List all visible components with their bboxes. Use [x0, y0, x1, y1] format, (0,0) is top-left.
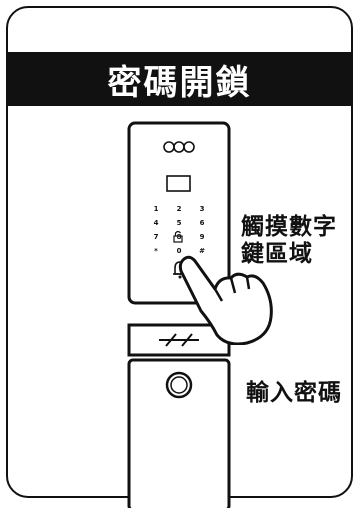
keypad-key-5[interactable]: 5 [177, 219, 182, 227]
card-reader [166, 175, 191, 192]
lock-lower-panel [127, 358, 231, 508]
door-lock-illustration: 1 2 3 4 5 6 7 8 9 * 0 # [126, 120, 232, 508]
keypad-key-hash[interactable]: # [199, 247, 205, 255]
hand-pointer-icon [175, 255, 275, 346]
keypad-key-8[interactable]: 8 [177, 233, 182, 241]
knob-icon[interactable] [165, 371, 193, 399]
touch-label-line2: 鍵區域 [241, 241, 313, 267]
lock-icon [173, 230, 183, 243]
page-title: 密碼開鎖 [107, 62, 252, 103]
keypad-key-0[interactable]: 0 [177, 247, 182, 255]
keypad-key-6[interactable]: 6 [200, 219, 205, 227]
keypad[interactable]: 1 2 3 4 5 6 7 8 9 * 0 # [154, 205, 206, 255]
enter-code-label: 輸入密碼 [246, 380, 342, 406]
touch-keypad-label: 觸摸數字 鍵區域 [241, 214, 351, 268]
indicator-lights [163, 141, 195, 153]
keypad-key-4[interactable]: 4 [154, 219, 159, 227]
keypad-key-2[interactable]: 2 [177, 205, 182, 213]
door-lock-svg: 1 2 3 4 5 6 7 8 9 * 0 # [127, 121, 231, 508]
keypad-key-3[interactable]: 3 [200, 205, 205, 213]
keypad-key-7[interactable]: 7 [154, 233, 159, 241]
lock-upper-panel [127, 121, 231, 305]
touch-label-line1: 觸摸數字 [241, 214, 337, 240]
keypad-key-star[interactable]: * [154, 247, 158, 255]
keypad-key-1[interactable]: 1 [154, 205, 159, 213]
handle-icon [159, 333, 199, 347]
title-banner: 密碼開鎖 [8, 52, 351, 106]
keypad-key-9[interactable]: 9 [200, 233, 205, 241]
